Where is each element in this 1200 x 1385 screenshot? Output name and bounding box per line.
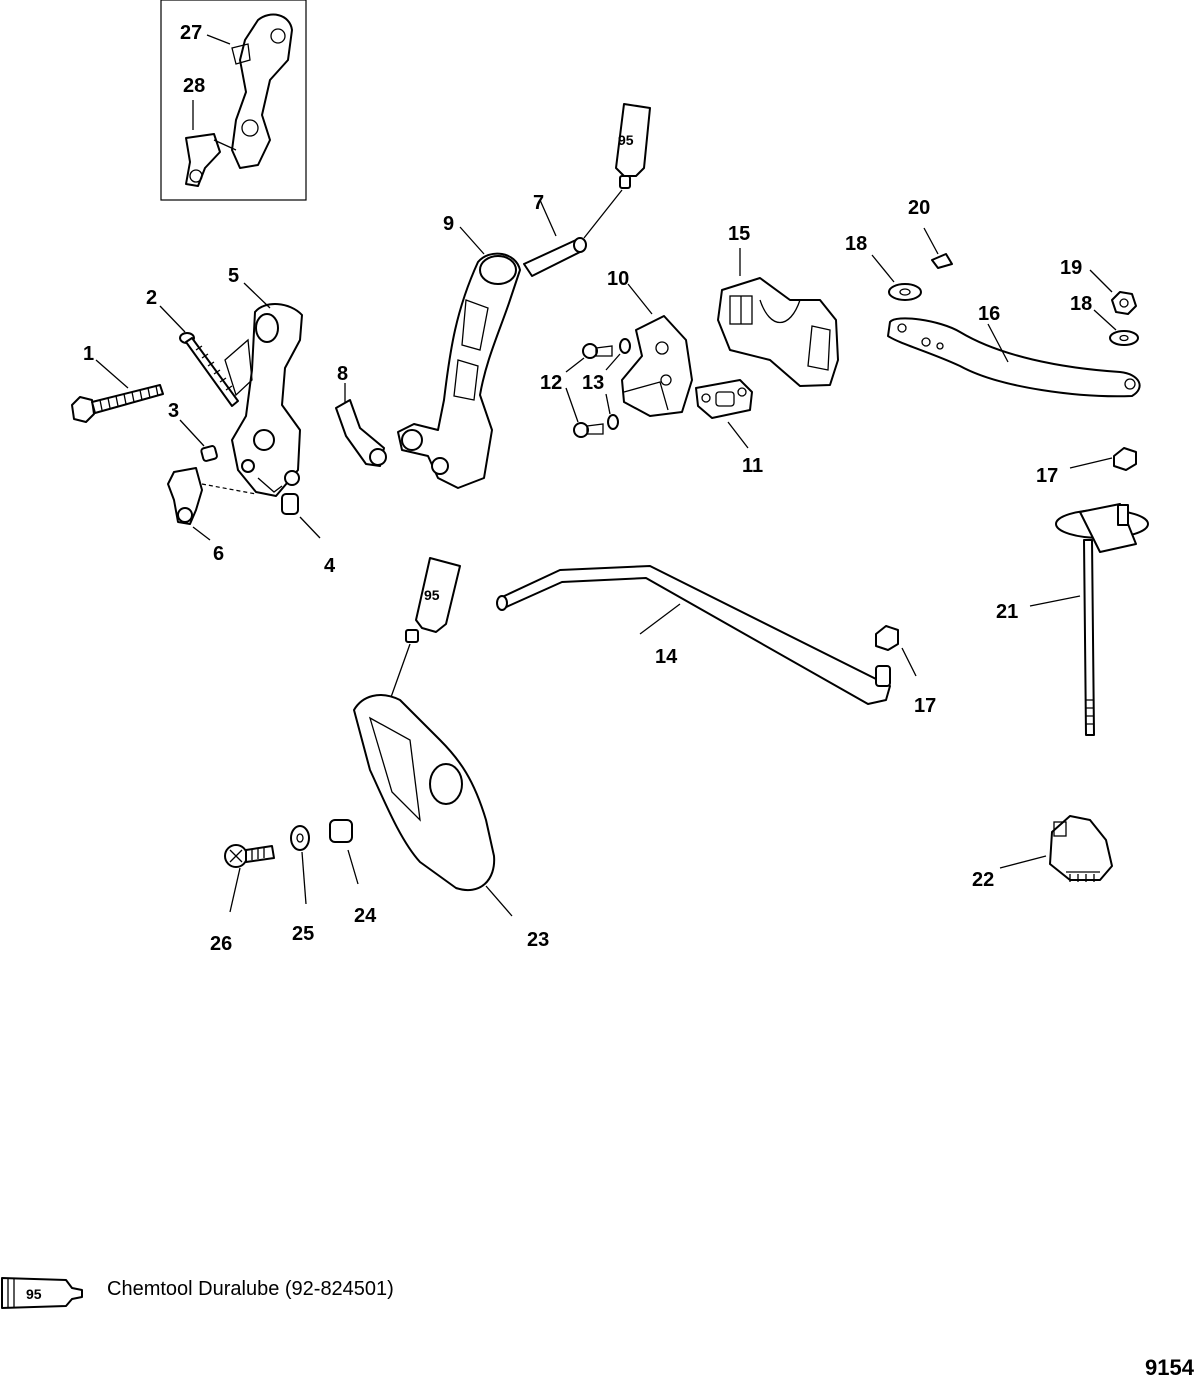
figure-number: 9154 — [1145, 1355, 1194, 1380]
part-14-rod: 14 — [496, 565, 891, 705]
tube-label-top: 95 — [618, 132, 634, 148]
part-15-housing: 15 — [717, 223, 839, 387]
part-11-plate: 11 — [695, 379, 763, 477]
callout-23: 23 — [527, 929, 549, 951]
part-6-clip: 6 — [167, 467, 257, 565]
legend-tube-code: 95 — [26, 1286, 42, 1302]
callout-15: 15 — [728, 223, 750, 245]
callout-2: 2 — [146, 287, 157, 309]
callout-21: 21 — [996, 601, 1018, 623]
legend-text: Chemtool Duralube (92-824501) — [107, 1278, 394, 1300]
callout-22: 22 — [972, 869, 994, 891]
callout-17a: 17 — [1036, 465, 1058, 487]
part-19-nut: 19 — [1060, 257, 1137, 315]
part-25-washer: 25 — [290, 825, 314, 945]
callout-9: 9 — [443, 213, 454, 235]
part-20-clip: 20 — [908, 197, 953, 269]
part-5-arm: 5 — [224, 265, 303, 497]
part-1-bolt: 1 — [71, 343, 164, 423]
part-7-pin: 7 — [523, 192, 587, 277]
part-22-sensor: 22 — [972, 815, 1113, 891]
callout-24: 24 — [354, 905, 377, 927]
callout-26: 26 — [210, 933, 232, 955]
callout-20: 20 — [908, 197, 930, 219]
part-12-screws: 12 — [540, 343, 613, 438]
callout-18a: 18 — [845, 233, 867, 255]
part-16-link: 16 — [887, 303, 1141, 398]
callout-19: 19 — [1060, 257, 1082, 279]
part-26-screw: 26 — [210, 844, 275, 955]
inset-detail: 27 28 — [160, 0, 307, 201]
part-17-nut-lower: 17 — [875, 625, 936, 717]
part-23-cover: 23 — [353, 694, 549, 951]
lubricant-tube-middle: 95 — [389, 557, 461, 701]
part-17-nut-upper: 17 — [1036, 447, 1137, 487]
callout-6: 6 — [213, 543, 224, 565]
legend-tube-icon: 95 — [1, 1277, 83, 1309]
callout-25: 25 — [292, 923, 314, 945]
callout-8: 8 — [337, 363, 348, 385]
callout-5: 5 — [228, 265, 239, 287]
part-18-washer-a: 18 — [845, 233, 922, 301]
callout-11: 11 — [742, 455, 763, 477]
part-4-bushing: 4 — [281, 493, 336, 577]
part-13-washers: 13 — [582, 338, 631, 430]
callout-1: 1 — [83, 343, 94, 365]
part-10-bracket: 10 — [607, 268, 693, 417]
callout-17b: 17 — [914, 695, 936, 717]
callout-3: 3 — [168, 400, 179, 422]
part-3-bushing: 3 — [168, 400, 218, 462]
callout-27: 27 — [180, 22, 202, 44]
part-18-washer-b: 18 — [1070, 293, 1139, 346]
tube-label-middle: 95 — [424, 587, 440, 603]
part-2-screw: 2 — [146, 287, 239, 407]
callout-12: 12 — [540, 372, 562, 394]
callout-4: 4 — [324, 555, 336, 577]
callout-18b: 18 — [1070, 293, 1092, 315]
callout-14: 14 — [655, 646, 678, 668]
part-21-shaft: 21 — [996, 503, 1149, 736]
part-9-cam: 9 — [397, 213, 521, 489]
callout-16: 16 — [978, 303, 1000, 325]
callout-28: 28 — [183, 75, 205, 97]
callout-10: 10 — [607, 268, 629, 290]
lubricant-tube-top: 95 — [583, 103, 651, 239]
part-8-link: 8 — [335, 363, 387, 467]
callout-7: 7 — [533, 192, 544, 214]
callout-13: 13 — [582, 372, 604, 394]
part-24-bushing: 24 — [329, 819, 377, 927]
